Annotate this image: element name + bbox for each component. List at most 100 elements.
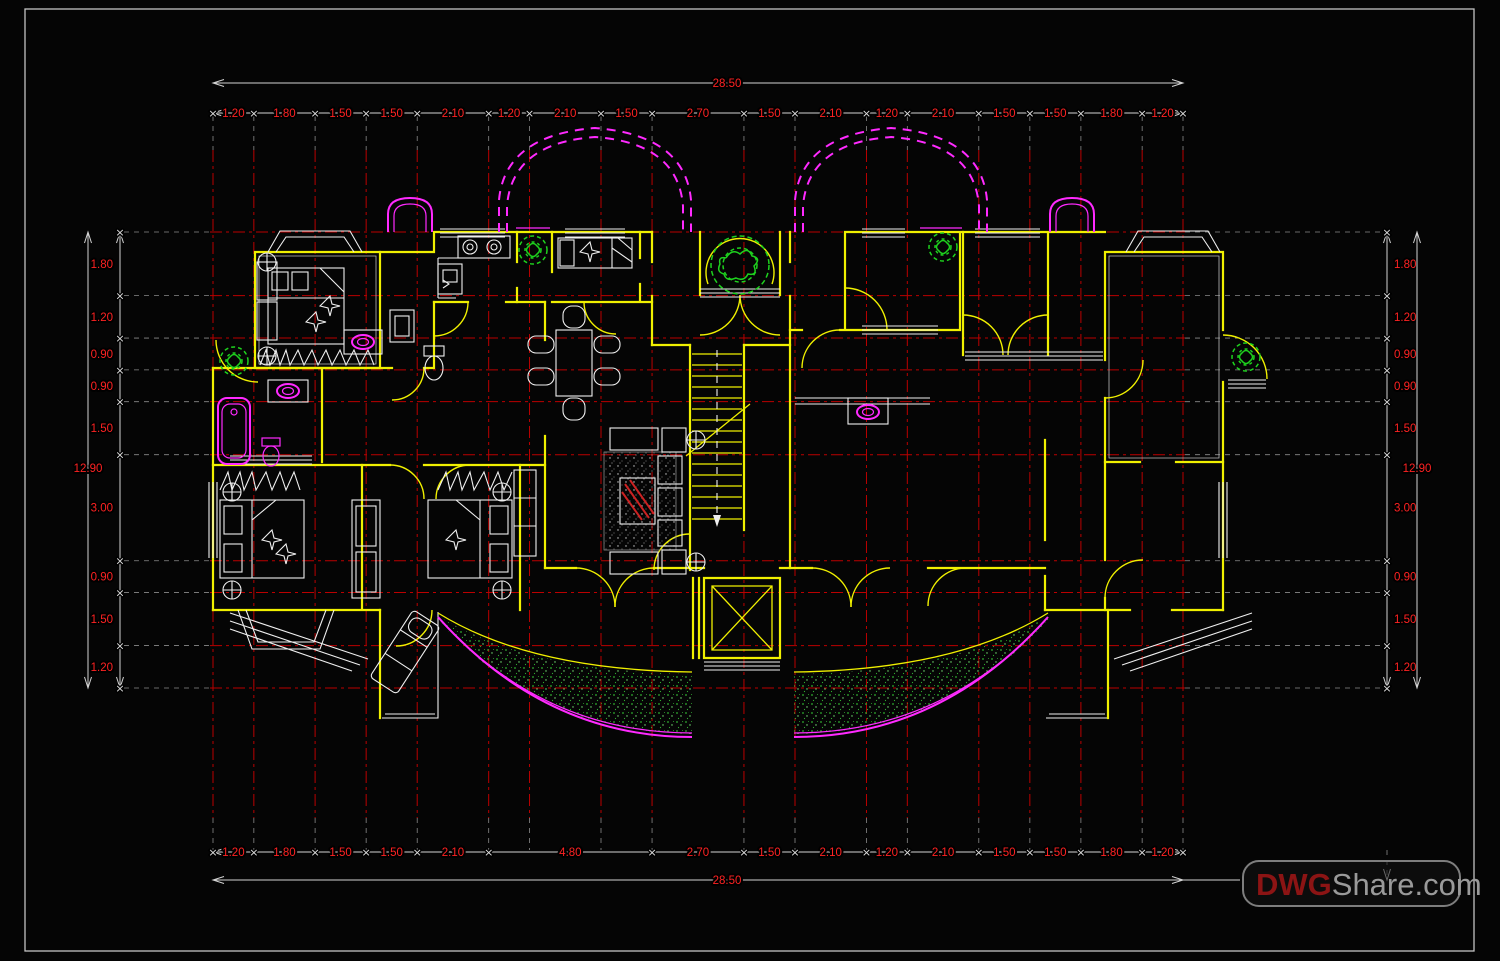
svg-text:×: × — [1382, 555, 1391, 568]
svg-text:×: × — [739, 107, 748, 120]
svg-text:0.90: 0.90 — [1394, 349, 1416, 361]
svg-text:×: × — [115, 364, 124, 377]
bed-icon — [427, 499, 513, 579]
shrub-icon — [928, 232, 958, 262]
svg-text:1.20: 1.20 — [1394, 312, 1416, 324]
svg-text:×: × — [413, 846, 422, 859]
svg-text:1.20: 1.20 — [91, 312, 113, 324]
svg-text:×: × — [115, 682, 124, 695]
svg-text:×: × — [1076, 846, 1085, 859]
svg-text:0.90: 0.90 — [1394, 381, 1416, 393]
shrub-icon — [1231, 342, 1261, 372]
svg-text:4.80: 4.80 — [559, 847, 581, 859]
svg-text:×: × — [790, 107, 799, 120]
svg-text:1.50: 1.50 — [615, 108, 637, 120]
single-bed-icon — [557, 237, 633, 269]
svg-text:2.10: 2.10 — [442, 108, 464, 120]
canopy-dashed-arcs — [498, 126, 988, 232]
svg-text:×: × — [362, 107, 371, 120]
svg-text:2.10: 2.10 — [820, 108, 842, 120]
sink-oval-icon — [795, 397, 930, 425]
svg-text:1.50: 1.50 — [758, 847, 780, 859]
svg-text:1.20: 1.20 — [1151, 108, 1173, 120]
svg-text:×: × — [862, 107, 871, 120]
svg-text:×: × — [115, 226, 124, 239]
svg-text:×: × — [974, 107, 983, 120]
grid-lines — [124, 116, 1384, 850]
furniture — [217, 235, 930, 694]
svg-text:1.50: 1.50 — [380, 847, 402, 859]
svg-text:×: × — [903, 846, 912, 859]
elevator-shaft — [691, 576, 782, 671]
svg-text:1.50: 1.50 — [993, 108, 1015, 120]
walls — [211, 230, 1268, 720]
shrub-icon — [518, 235, 548, 265]
svg-text:×: × — [413, 107, 422, 120]
svg-text:1.50: 1.50 — [329, 847, 351, 859]
svg-text:×: × — [790, 846, 799, 859]
svg-text:×: × — [1025, 846, 1034, 859]
washbasin-icon — [389, 309, 415, 343]
svg-text:28.50: 28.50 — [713, 875, 742, 887]
svg-text:×: × — [1382, 587, 1391, 600]
wardrobe-cabinet — [351, 499, 381, 599]
sheet-frame — [24, 8, 1475, 952]
stair-direction-arrow — [713, 515, 721, 527]
svg-text:×: × — [739, 846, 748, 859]
svg-text:2.70: 2.70 — [687, 108, 709, 120]
svg-text:1.80: 1.80 — [1100, 847, 1122, 859]
staircase — [685, 343, 751, 572]
bathtub-icon — [217, 397, 251, 465]
svg-text:×: × — [1382, 332, 1391, 345]
svg-text:1.50: 1.50 — [380, 108, 402, 120]
svg-text:×: × — [1382, 640, 1391, 653]
svg-text:×: × — [1178, 107, 1187, 120]
svg-text:1.50: 1.50 — [91, 614, 113, 626]
balcony-planting-beds — [437, 612, 1049, 738]
svg-text:1.50: 1.50 — [758, 108, 780, 120]
bed-icon — [219, 499, 305, 579]
svg-text:1.80: 1.80 — [1394, 259, 1416, 271]
door-swing-arcs — [389, 287, 1144, 647]
svg-text:1.50: 1.50 — [1394, 423, 1416, 435]
svg-text:0.90: 0.90 — [1394, 572, 1416, 584]
svg-text:×: × — [1382, 290, 1391, 303]
svg-text:1.20: 1.20 — [222, 847, 244, 859]
chaise-icon — [370, 610, 440, 694]
svg-text:×: × — [208, 107, 217, 120]
watermark: DWGShare.com — [1242, 860, 1482, 907]
svg-text:1.20: 1.20 — [222, 108, 244, 120]
svg-text:0.90: 0.90 — [91, 349, 113, 361]
svg-text:×: × — [1025, 107, 1034, 120]
svg-text:1.80: 1.80 — [91, 259, 113, 271]
svg-text:2.10: 2.10 — [820, 847, 842, 859]
dining-table-icon — [527, 305, 621, 421]
wardrobe-hangers — [219, 470, 301, 492]
svg-text:×: × — [115, 640, 124, 653]
kitchen-sink-icon — [437, 263, 463, 295]
svg-text:12.90: 12.90 — [74, 463, 103, 475]
svg-text:×: × — [903, 107, 912, 120]
svg-text:×: × — [974, 846, 983, 859]
svg-text:2.10: 2.10 — [442, 847, 464, 859]
arched-openings — [387, 196, 1095, 232]
svg-text:×: × — [862, 846, 871, 859]
svg-text:×: × — [249, 107, 258, 120]
toilet-icon — [423, 345, 445, 381]
svg-text:1.20: 1.20 — [1151, 847, 1173, 859]
svg-text:1.20: 1.20 — [876, 847, 898, 859]
svg-text:×: × — [115, 449, 124, 462]
svg-text:3.00: 3.00 — [91, 503, 113, 515]
svg-text:1.20: 1.20 — [876, 108, 898, 120]
svg-text:×: × — [484, 846, 493, 859]
svg-text:×: × — [1382, 364, 1391, 377]
svg-text:1.80: 1.80 — [273, 108, 295, 120]
svg-text:×: × — [1076, 107, 1085, 120]
sink-oval-icon — [343, 329, 383, 355]
svg-text:3.00: 3.00 — [1394, 503, 1416, 515]
svg-text:×: × — [208, 846, 217, 859]
svg-text:×: × — [1178, 846, 1187, 859]
vegetation — [219, 232, 1261, 376]
